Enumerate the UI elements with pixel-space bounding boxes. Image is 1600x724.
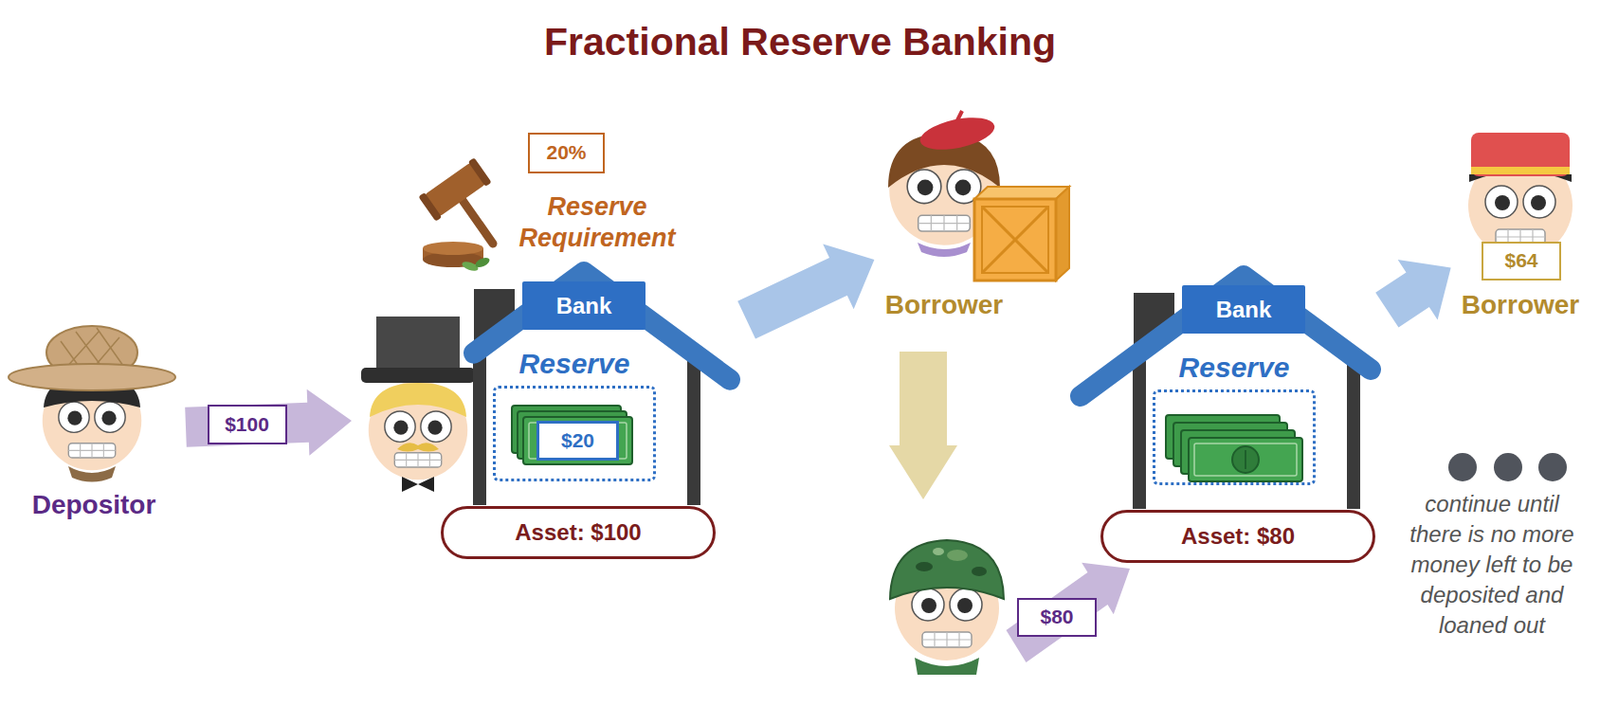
soldier-person	[915, 562, 933, 572]
amount-tag: $20	[536, 420, 619, 461]
bank-sign: Bank	[522, 281, 646, 330]
requirement-label: Reserve Requirement	[502, 188, 692, 257]
bellhop-person	[1471, 132, 1570, 177]
gavel-icon	[422, 241, 484, 255]
reserve-box: Reserve$20	[492, 385, 656, 482]
house-roof	[1080, 275, 1371, 397]
bank-house: BankReserve$20Asset: $100	[355, 263, 744, 564]
gavel-icon	[418, 192, 442, 222]
money-stack	[1165, 415, 1303, 482]
flow-arrow	[889, 351, 958, 500]
person-label: Borrower	[877, 288, 1011, 323]
depositor-figure: Depositor	[5, 333, 182, 528]
bellhop-person	[1468, 132, 1573, 258]
asset-pill: Asset: $80	[1100, 509, 1376, 564]
house-wall	[472, 350, 487, 506]
continuation-dots	[1448, 453, 1567, 482]
depositor-person	[8, 326, 176, 483]
gavel-icon	[473, 255, 491, 270]
soldier-person	[890, 540, 1004, 675]
borrower-person	[957, 110, 963, 121]
reserve-heading: Reserve	[479, 345, 670, 382]
flow-arrow	[1375, 259, 1451, 328]
person-label: Depositor	[5, 488, 182, 523]
continuation-dots	[1538, 453, 1567, 482]
note-text: continue until there is no more money le…	[1399, 485, 1585, 645]
money-stack	[1188, 437, 1303, 482]
money-stack	[1194, 443, 1297, 476]
crate-icon	[1055, 186, 1070, 281]
crate-icon	[974, 186, 1070, 200]
crate-icon	[974, 186, 1070, 281]
flow-arrow	[737, 244, 874, 340]
bank-sign: Bank	[1181, 285, 1306, 334]
gavel-icon	[418, 157, 493, 273]
house-wall	[687, 355, 701, 506]
reserve-box: Reserve	[1152, 389, 1316, 486]
house-wall	[1132, 354, 1146, 510]
amount-tag: $64	[1481, 241, 1562, 281]
amount-tag: $100	[207, 404, 288, 445]
asset-pill: Asset: $100	[440, 506, 716, 560]
bank-house: BankReserveAsset: $80	[1067, 267, 1384, 567]
banker-person	[368, 381, 469, 481]
flow-arrow	[1006, 563, 1131, 663]
depositor-person	[8, 363, 176, 391]
soldier-person	[946, 549, 968, 562]
banker-person	[369, 382, 467, 418]
crate-icon	[981, 206, 1049, 273]
depositor-person	[68, 466, 116, 483]
requirement-box: 20%	[527, 132, 605, 174]
reserve-heading: Reserve	[1139, 349, 1329, 386]
bellhop-person	[1471, 166, 1570, 175]
banker-person	[397, 442, 439, 452]
continuation-dots	[1493, 453, 1523, 482]
gavel-icon	[468, 157, 492, 187]
gavel-icon	[418, 157, 491, 222]
diagram-title: Fractional Reserve Banking	[0, 18, 1600, 68]
banker-person	[376, 316, 460, 372]
percentage-value: 20%	[529, 134, 603, 172]
flow-arrow	[1006, 563, 1131, 663]
banker-person	[401, 476, 435, 492]
house-wall	[1346, 359, 1361, 510]
crate-icon	[974, 199, 1056, 281]
money-stack	[1244, 450, 1247, 470]
person-label: Borrower	[1454, 288, 1587, 323]
soldier-person	[932, 547, 945, 556]
crate-icon	[981, 206, 1049, 273]
asset-value: Asset: $80	[1103, 512, 1373, 561]
borrower-person	[917, 242, 971, 257]
asset-value: Asset: $100	[443, 509, 713, 557]
continuation-dots	[1448, 453, 1477, 482]
money-stack	[511, 405, 633, 465]
soldier-person	[914, 657, 980, 675]
money-stack	[523, 417, 633, 465]
borrower-figure: Borrower	[877, 106, 1064, 323]
money-stack	[1232, 446, 1259, 473]
flow-arrow	[889, 351, 958, 500]
soldier-person	[890, 540, 1004, 600]
borrower-figure: Borrower	[1454, 115, 1593, 325]
flow-arrow	[184, 389, 352, 456]
amount-tag: $80	[1017, 598, 1097, 637]
banker-person	[361, 367, 475, 383]
banker-person	[361, 316, 475, 492]
soldier-person	[971, 566, 987, 577]
